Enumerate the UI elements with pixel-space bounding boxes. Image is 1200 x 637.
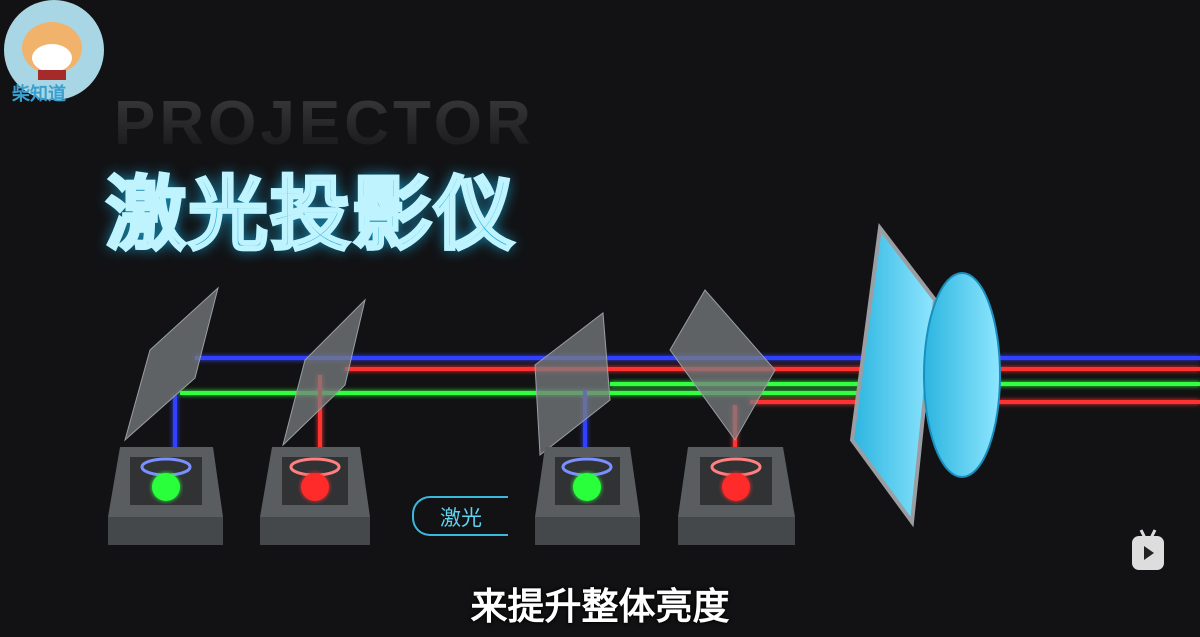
projection-lens <box>923 272 1001 478</box>
subtitle-text: 来提升整体亮度 <box>470 585 730 628</box>
mirror <box>124 286 219 442</box>
dmd-panel <box>849 222 938 528</box>
video-title: 激光投影仪 <box>105 150 516 266</box>
laser-module-red <box>260 447 370 545</box>
mirror <box>669 289 776 441</box>
laser-label: 激光 <box>412 496 508 536</box>
laser-module-green <box>108 447 223 545</box>
bilibili-tv-icon <box>1131 528 1165 572</box>
laser-module-red <box>678 447 795 545</box>
mirror <box>282 298 366 447</box>
subtitle-caption: 来提升整体亮度 <box>0 576 1200 630</box>
laser-module-green <box>535 447 640 545</box>
logo-text: 柴知道 <box>11 83 66 105</box>
channel-logo: 柴知道 <box>2 0 106 108</box>
dichroic-mirrors <box>124 286 776 456</box>
mirror <box>534 312 611 456</box>
background-title: PROJECTOR <box>114 89 535 158</box>
laser-modules <box>108 447 795 545</box>
